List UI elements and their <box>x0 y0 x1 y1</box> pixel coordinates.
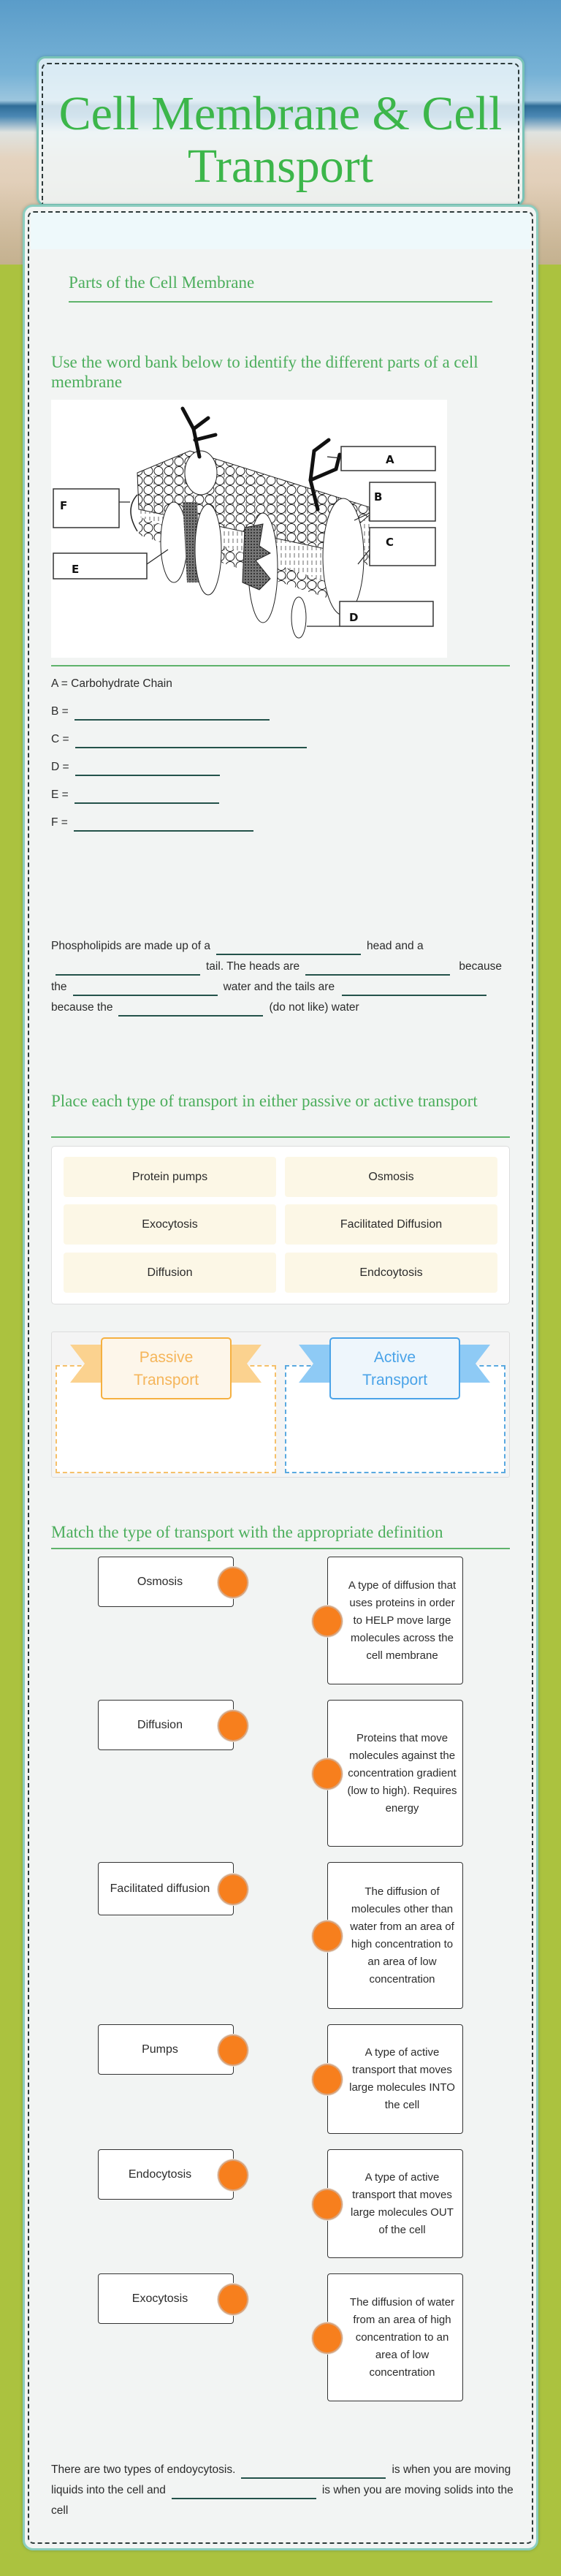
blank-input[interactable] <box>342 981 487 996</box>
definition-connector-dot[interactable] <box>312 2322 343 2354</box>
divider <box>51 1548 510 1549</box>
label-box-d <box>339 601 434 627</box>
text: There are two types of endoycytosis. <box>51 2463 236 2476</box>
text: because the <box>51 960 503 993</box>
match-term[interactable]: Endocytosis <box>98 2149 234 2200</box>
answer-f-input[interactable] <box>73 817 253 832</box>
match-definition[interactable]: The diffusion of molecules other than wa… <box>327 1862 463 2009</box>
answer-label: B = <box>51 705 69 718</box>
active-bin-label: Active Transport <box>329 1337 460 1399</box>
answer-label: C = <box>51 733 69 745</box>
label-a: A <box>386 453 394 466</box>
match-term[interactable]: Osmosis <box>98 1557 234 1607</box>
endocytosis-paragraph: There are two types of endoycytosis.is w… <box>51 2460 516 2521</box>
match-definition[interactable]: A type of diffusion that uses proteins i… <box>327 1557 463 1684</box>
answer-f-row: F = <box>51 813 259 833</box>
label-box-c <box>369 527 436 566</box>
match-definition[interactable]: The diffusion of water from an area of h… <box>327 2273 463 2401</box>
section-heading-wordbank: Use the word bank below to identify the … <box>51 353 478 391</box>
answer-d-input[interactable] <box>75 761 220 776</box>
match-term[interactable]: Exocytosis <box>98 2273 234 2324</box>
section-heading-match: Match the type of transport with the app… <box>51 1523 443 1541</box>
section-heading-parts: Parts of the Cell Membrane <box>69 273 255 292</box>
label-box-a <box>340 446 436 471</box>
text: (do not like) water <box>269 1001 359 1014</box>
text: tail. The heads are <box>206 960 300 973</box>
text: Phospholipids are made up of a <box>51 940 211 952</box>
match-definition[interactable]: A type of active transport that moves la… <box>327 2024 463 2134</box>
term-connector-dot[interactable] <box>218 1873 248 1905</box>
answer-c-row: C = <box>51 729 313 750</box>
page-title: Cell Membrane & Cell Transport <box>58 87 503 193</box>
divider <box>69 301 492 303</box>
blank-input[interactable] <box>56 961 200 976</box>
phospholipid-paragraph: Phospholipids are made up of a head and a… <box>51 936 511 1018</box>
bracket <box>130 494 138 532</box>
text: water and the tails are <box>223 981 335 993</box>
divider <box>51 1136 510 1138</box>
drag-item[interactable]: Osmosis <box>285 1157 497 1197</box>
title-card: Cell Membrane & Cell Transport <box>37 56 524 206</box>
match-term[interactable]: Diffusion <box>98 1700 234 1750</box>
blank-input[interactable] <box>216 941 362 955</box>
answer-b-row: B = <box>51 702 275 722</box>
drag-item[interactable]: Endcoytosis <box>285 1253 497 1293</box>
drag-item[interactable]: Facilitated Diffusion <box>285 1204 497 1245</box>
definition-connector-dot[interactable] <box>312 2188 343 2220</box>
carbohydrate-chain <box>180 406 342 512</box>
label-box-b <box>369 482 436 522</box>
answer-b-input[interactable] <box>74 706 270 721</box>
divider <box>51 665 510 666</box>
answer-e-row: E = <box>51 785 225 805</box>
drag-item[interactable]: Protein pumps <box>64 1157 276 1197</box>
match-definition[interactable]: Proteins that move molecules against the… <box>327 1700 463 1847</box>
blank-input[interactable] <box>171 2485 316 2499</box>
answer-label: F = <box>51 816 68 829</box>
text: is when you are moving solids into the c… <box>51 2484 514 2517</box>
label-e: E <box>72 563 79 576</box>
match-term[interactable]: Facilitated diffusion <box>98 1862 234 1915</box>
label-c: C <box>386 536 394 549</box>
answer-d-row: D = <box>51 757 226 778</box>
blank-input[interactable] <box>305 961 451 976</box>
text: because the <box>51 1001 113 1014</box>
passive-bin-label: Passive Transport <box>101 1337 232 1399</box>
definition-connector-dot[interactable] <box>312 1920 343 1952</box>
text: head and a <box>367 940 424 952</box>
label-b: B <box>374 490 382 504</box>
match-definition[interactable]: A type of active transport that moves la… <box>327 2149 463 2258</box>
term-connector-dot[interactable] <box>218 2034 248 2066</box>
cell-membrane-diagram: A B C D E F <box>51 400 447 658</box>
drag-item[interactable]: Exocytosis <box>64 1204 276 1245</box>
label-box-f <box>53 488 120 528</box>
answer-e-input[interactable] <box>74 789 219 804</box>
text: is when you are moving liquids into the … <box>51 2463 511 2496</box>
answer-c-input[interactable] <box>75 734 307 748</box>
term-connector-dot[interactable] <box>218 1566 248 1598</box>
term-connector-dot[interactable] <box>218 1709 248 1741</box>
blank-input[interactable] <box>241 2464 386 2479</box>
definition-connector-dot[interactable] <box>312 1605 343 1637</box>
definition-connector-dot[interactable] <box>312 2064 343 2095</box>
drag-item[interactable]: Diffusion <box>64 1253 276 1293</box>
match-term[interactable]: Pumps <box>98 2024 234 2075</box>
label-f: F <box>60 499 67 512</box>
blank-input[interactable] <box>118 1002 264 1017</box>
answer-a: A = Carbohydrate Chain <box>51 677 172 690</box>
label-box-e <box>53 552 148 580</box>
answer-label: D = <box>51 761 69 773</box>
label-d: D <box>349 611 358 624</box>
term-connector-dot[interactable] <box>218 2159 248 2191</box>
definition-connector-dot[interactable] <box>312 1758 343 1790</box>
blank-input[interactable] <box>72 981 218 996</box>
term-connector-dot[interactable] <box>218 2283 248 2315</box>
section-heading-sort: Place each type of transport in either p… <box>51 1092 478 1110</box>
answer-label: E = <box>51 789 69 801</box>
